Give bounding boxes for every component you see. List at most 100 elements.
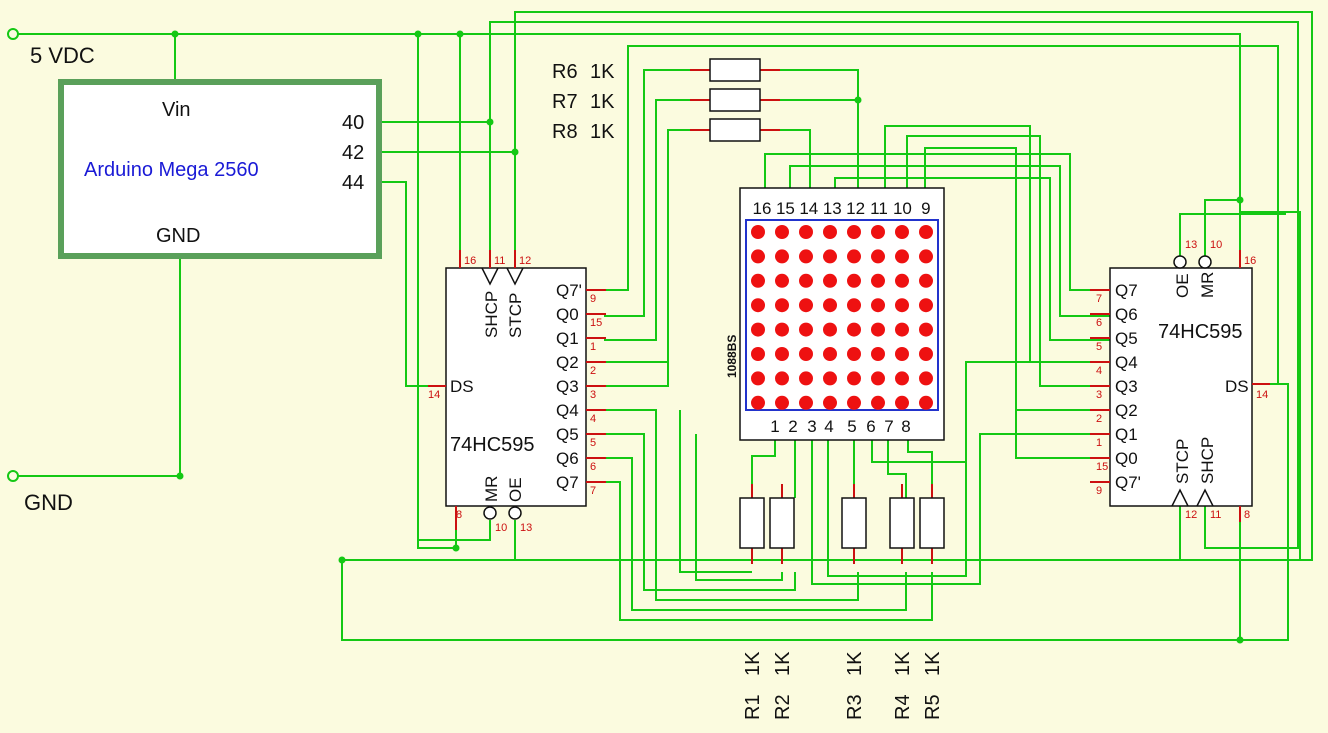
shift-right-out-pin: 7 bbox=[1096, 293, 1102, 305]
shift-right-out-label: Q5 bbox=[1115, 329, 1138, 348]
shift-right-shcp-label: SHCP bbox=[1198, 437, 1217, 484]
shift-right-out-pin: 5 bbox=[1096, 341, 1102, 353]
matrix-top-pin: 14 bbox=[799, 199, 818, 218]
led-dot bbox=[847, 249, 861, 264]
matrix-top-pin: 9 bbox=[921, 199, 930, 218]
vcc-terminal[interactable] bbox=[7, 28, 19, 40]
shift-right-out-label: Q3 bbox=[1115, 377, 1138, 396]
matrix-bottom-pin: 1 bbox=[770, 417, 779, 436]
led-dot bbox=[775, 298, 789, 313]
matrix-bottom-pin: 5 bbox=[847, 417, 856, 436]
resistor-value: 1K bbox=[772, 651, 794, 676]
led-dot bbox=[799, 371, 813, 386]
shift-right-body bbox=[1109, 267, 1253, 507]
resistor-value: 1K bbox=[590, 91, 615, 113]
led-dot bbox=[919, 225, 933, 239]
led-dot bbox=[895, 225, 909, 239]
led-dot bbox=[919, 322, 933, 337]
shift-right-bottom-pin-8: 8 bbox=[1244, 509, 1250, 521]
gnd-terminal[interactable] bbox=[7, 470, 19, 482]
resistor-name: R7 bbox=[552, 91, 578, 113]
led-dot bbox=[919, 347, 933, 361]
shift-left-shcp-label: SHCP bbox=[482, 291, 501, 338]
led-dot bbox=[823, 273, 837, 288]
led-dot bbox=[871, 249, 885, 264]
matrix-bottom-pin: 8 bbox=[901, 417, 910, 436]
resistor-value: 1K bbox=[742, 651, 764, 676]
led-dot bbox=[847, 273, 861, 288]
shift-left-oe-label: OE bbox=[506, 477, 525, 502]
led-dot bbox=[751, 225, 765, 239]
shift-left-out-label: Q2 bbox=[556, 353, 579, 372]
matrix-top-pin: 13 bbox=[823, 199, 842, 218]
led-dot bbox=[751, 371, 765, 386]
shift-left-stcp-label: STCP bbox=[506, 293, 525, 338]
matrix-top-pin: 10 bbox=[893, 199, 912, 218]
shift-left-out-pin: 3 bbox=[590, 389, 596, 401]
led-dot bbox=[799, 298, 813, 313]
shift-right-part: 74HC595 bbox=[1158, 321, 1243, 343]
shift-right-top-pin-16: 16 bbox=[1244, 255, 1256, 267]
led-grid bbox=[751, 225, 933, 410]
arduino-outline bbox=[58, 79, 382, 259]
resistor-name: R6 bbox=[552, 61, 578, 83]
oe-inverter-bubble-icon bbox=[1173, 255, 1187, 269]
led-dot bbox=[871, 273, 885, 288]
shift-right-oe-label: OE bbox=[1173, 273, 1192, 298]
arduino-vin-label: Vin bbox=[162, 99, 191, 121]
shift-right-out-label: Q7 bbox=[1115, 281, 1138, 300]
led-dot bbox=[823, 371, 837, 386]
led-dot bbox=[823, 225, 837, 239]
matrix-bottom-pin: 6 bbox=[866, 417, 875, 436]
led-dot bbox=[799, 322, 813, 337]
shift-left-bottom-pin-13: 13 bbox=[520, 522, 532, 534]
shift-left-out-label: Q7 bbox=[556, 473, 579, 492]
led-dot bbox=[775, 395, 789, 410]
led-dot bbox=[799, 225, 813, 239]
led-dot bbox=[775, 273, 789, 288]
oe-inverter-bubble-icon bbox=[508, 506, 522, 520]
shift-register-right[interactable]: 13 10 16 OE MR STCP SHCP 12 11 8 DS 14 7… bbox=[1090, 239, 1270, 522]
led-dot bbox=[799, 273, 813, 288]
led-dot bbox=[799, 347, 813, 361]
led-dot bbox=[895, 371, 909, 386]
led-dot bbox=[895, 298, 909, 313]
arduino-pin-40: 40 bbox=[342, 112, 364, 134]
led-matrix-body bbox=[739, 187, 945, 441]
led-dot bbox=[823, 298, 837, 313]
led-dot bbox=[799, 249, 813, 264]
led-dot bbox=[751, 395, 765, 410]
led-dot bbox=[823, 347, 837, 361]
led-dot bbox=[871, 371, 885, 386]
shift-left-top-pin-16: 16 bbox=[464, 255, 476, 267]
shift-right-mr-label: MR bbox=[1198, 272, 1217, 298]
shift-left-mr-label: MR bbox=[482, 476, 501, 502]
shift-right-out-label: Q7' bbox=[1115, 473, 1141, 492]
resistor-name: R3 bbox=[844, 694, 866, 720]
shift-left-bottom-pin-8: 8 bbox=[456, 509, 462, 521]
shift-register-left[interactable]: 16 11 12 SHCP STCP MR OE 8 10 13 DS 14 7… bbox=[428, 250, 606, 534]
resistor-r7[interactable]: R7 1K bbox=[552, 88, 780, 113]
shift-left-out-pin: 15 bbox=[590, 317, 602, 329]
arduino-board[interactable]: Vin Arduino Mega 2560 GND 40 42 44 bbox=[58, 79, 382, 259]
matrix-bottom-pin: 7 bbox=[884, 417, 893, 436]
shift-left-body bbox=[445, 267, 587, 507]
shift-right-ds-label: DS bbox=[1225, 377, 1249, 396]
led-dot bbox=[775, 225, 789, 239]
shift-left-out-label: Q5 bbox=[556, 425, 579, 444]
shift-left-out-label: Q6 bbox=[556, 449, 579, 468]
led-dot bbox=[919, 298, 933, 313]
